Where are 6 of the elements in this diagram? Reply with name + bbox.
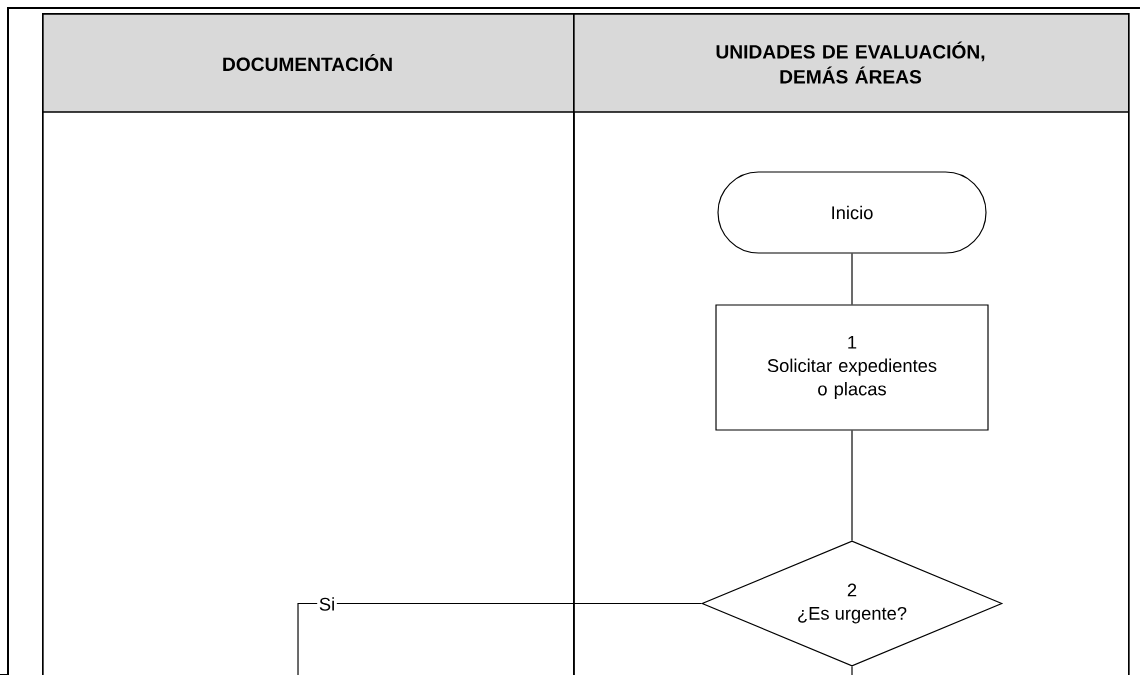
connector-line bbox=[851, 666, 853, 675]
connector-line bbox=[851, 430, 853, 541]
edge-label: Si bbox=[317, 595, 337, 613]
process-box: 1 Solicitar expedientes o placas bbox=[715, 304, 989, 431]
connector-line bbox=[297, 602, 702, 675]
connector-line bbox=[851, 253, 853, 305]
